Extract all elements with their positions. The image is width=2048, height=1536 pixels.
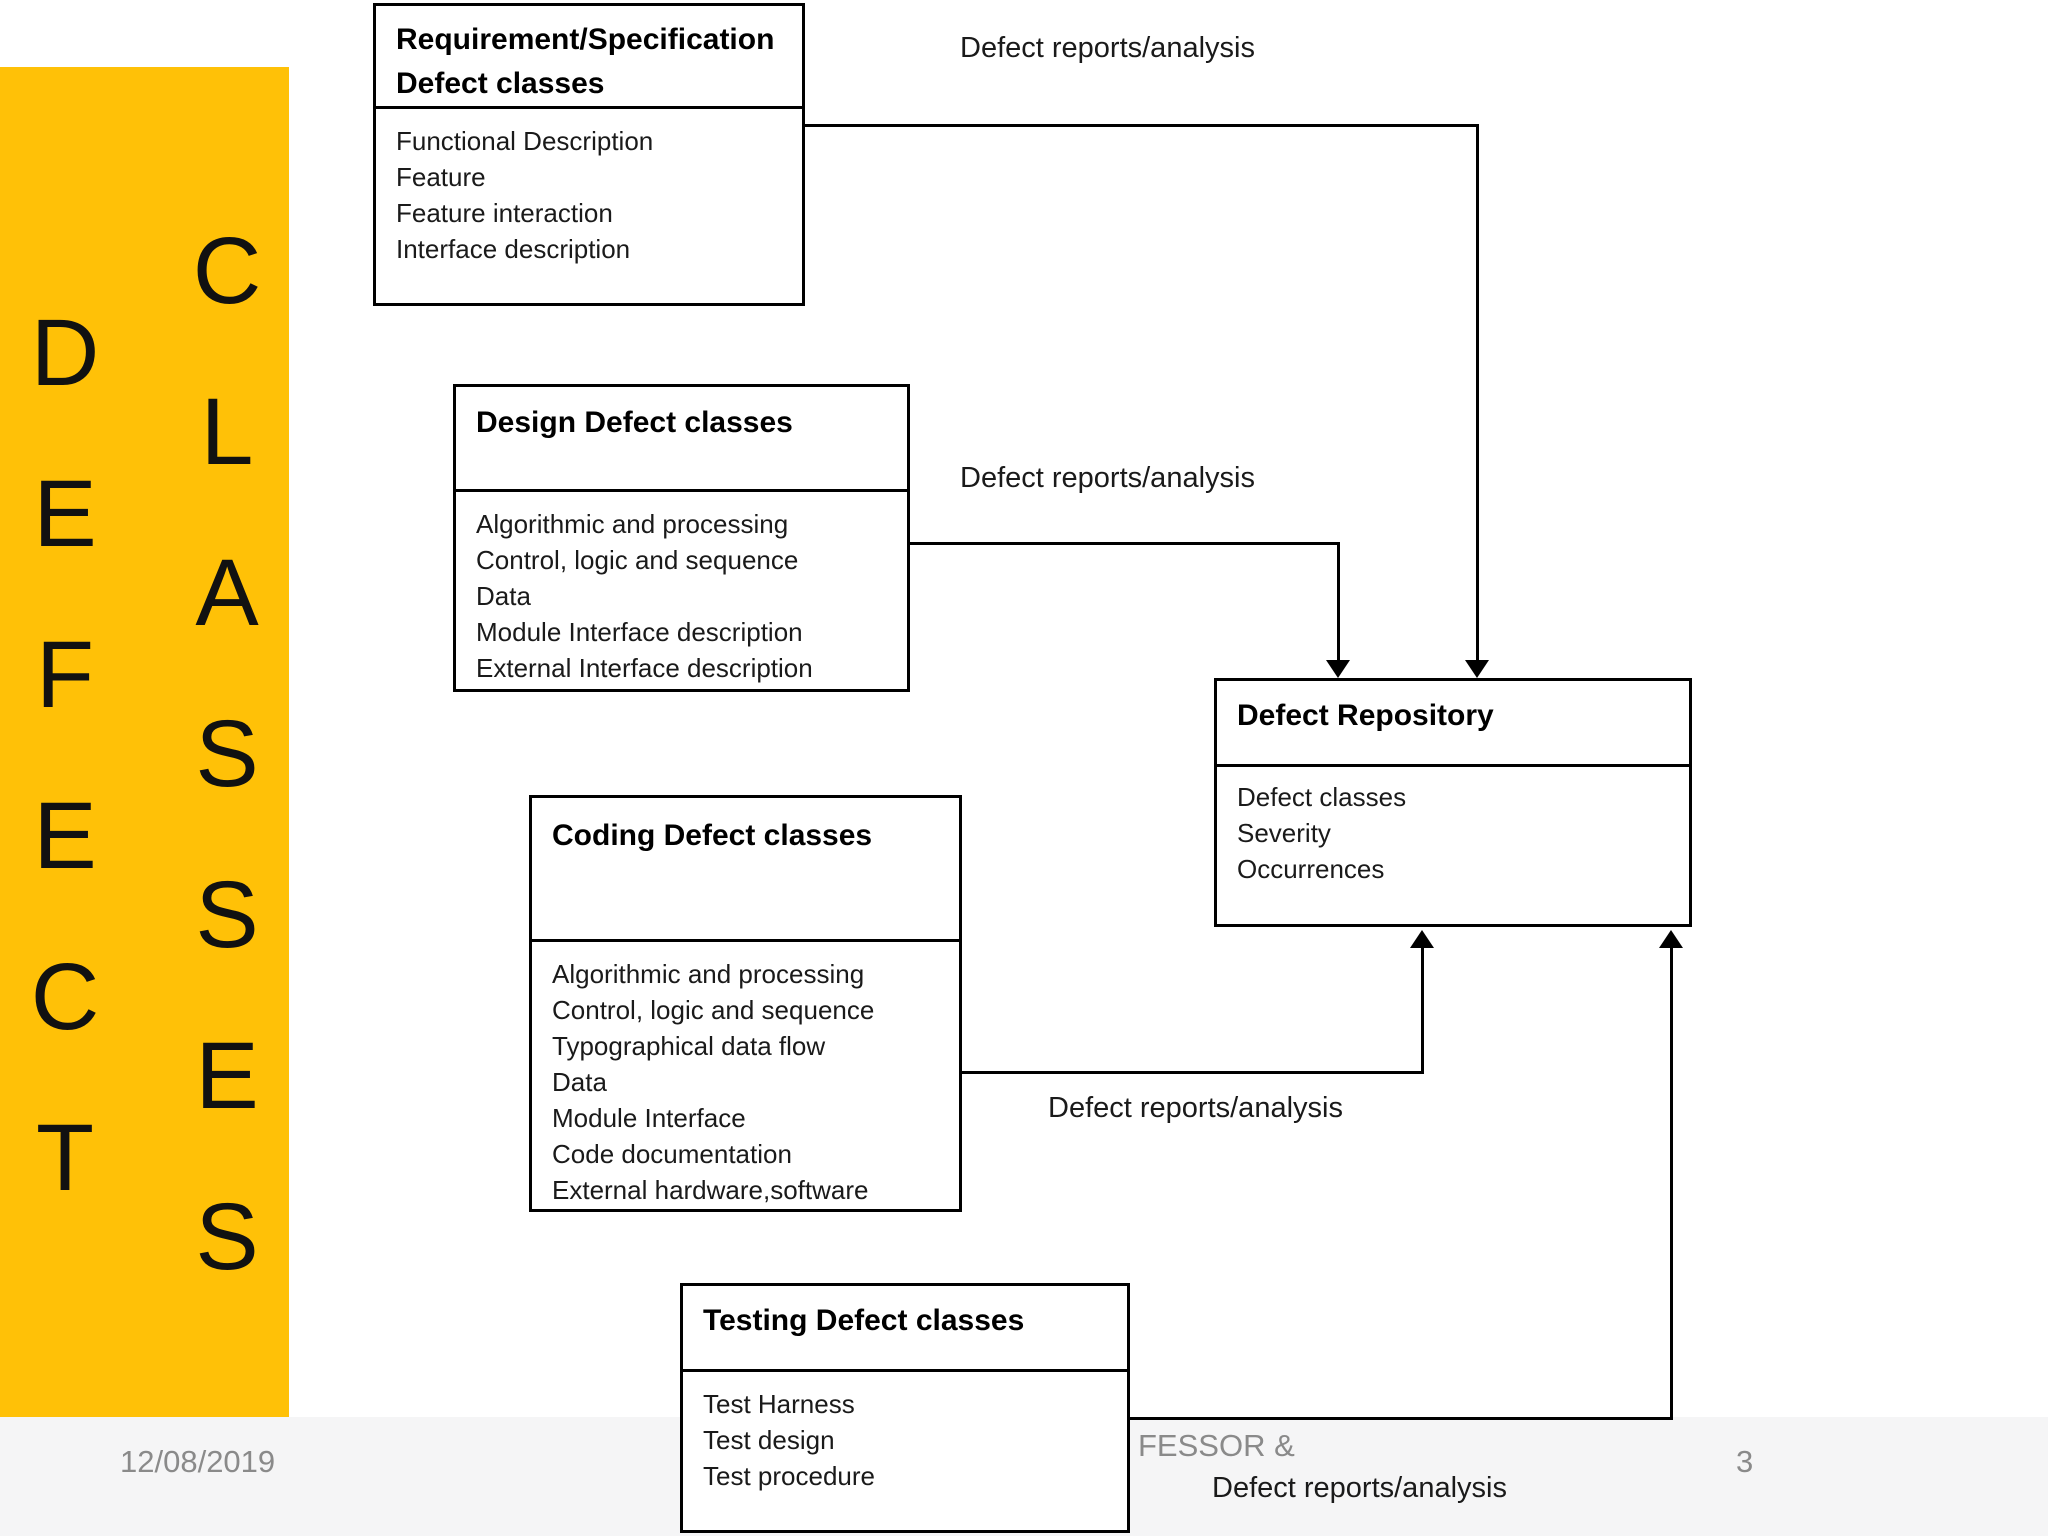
connector-label-testing: Defect reports/analysis: [1212, 1472, 1507, 1504]
box-design-defect-classes: Design Defect classes Algorithmic and pr…: [453, 384, 910, 692]
box-item: Feature: [396, 162, 486, 192]
box-item: Data: [552, 1067, 607, 1097]
box-title-line: Requirement/Specification: [396, 23, 775, 56]
box-title: Requirement/Specification Defect classes: [376, 6, 802, 109]
page-number: 3: [1736, 1444, 1754, 1479]
connector-label-design: Defect reports/analysis: [960, 462, 1255, 494]
banner-letter: F: [35, 622, 95, 728]
box-requirement-defect-classes: Requirement/Specification Defect classes…: [373, 3, 805, 306]
box-item: Test design: [703, 1425, 835, 1455]
connector-coding-hline: [962, 1071, 1424, 1074]
connector-requirement-hline: [805, 124, 1479, 127]
connector-coding-vline: [1421, 948, 1424, 1074]
side-banner: [0, 67, 289, 1417]
footer-partial-text: FESSOR &: [1138, 1428, 1295, 1463]
banner-letter: S: [195, 701, 259, 807]
banner-letter: E: [33, 783, 97, 889]
box-item: Data: [476, 581, 531, 611]
banner-letter: E: [195, 1023, 259, 1129]
box-item: Control, logic and sequence: [476, 545, 799, 575]
arrowhead-coding-icon: [1410, 930, 1434, 948]
box-item: Defect classes: [1237, 782, 1407, 812]
box-title-line: Defect classes: [396, 67, 605, 100]
box-item: Interface description: [396, 234, 631, 264]
arrowhead-design-icon: [1326, 660, 1350, 678]
box-item: Functional Description: [396, 126, 654, 156]
box-item: Severity: [1237, 818, 1331, 848]
arrowhead-testing-icon: [1659, 930, 1683, 948]
box-item: Code documentation: [552, 1139, 792, 1169]
box-item: Algorithmic and processing: [476, 509, 789, 539]
box-item: Feature interaction: [396, 198, 613, 228]
banner-letter: D: [30, 300, 100, 406]
box-item: External hardware,software: [552, 1175, 869, 1205]
connector-label-requirement: Defect reports/analysis: [960, 32, 1255, 64]
banner-letter: E: [33, 461, 97, 567]
connector-testing-hline: [1130, 1417, 1673, 1420]
banner-letter: T: [35, 1105, 95, 1211]
box-item: External Interface description: [476, 653, 813, 683]
box-item: Typographical data flow: [552, 1031, 826, 1061]
banner-letter: C: [192, 218, 262, 324]
banner-letter: S: [195, 862, 259, 968]
arrowhead-requirement-icon: [1465, 660, 1489, 678]
banner-letter: C: [30, 944, 100, 1050]
box-title: Testing Defect classes: [683, 1286, 1127, 1372]
box-title: Design Defect classes: [456, 387, 907, 492]
connector-design-hline: [910, 542, 1340, 545]
box-item: Test Harness: [703, 1389, 855, 1419]
box-item: Algorithmic and processing: [552, 959, 865, 989]
box-item: Control, logic and sequence: [552, 995, 875, 1025]
banner-letter: A: [195, 540, 259, 646]
box-coding-defect-classes: Coding Defect classes Algorithmic and pr…: [529, 795, 962, 1212]
connector-design-vline: [1337, 542, 1340, 665]
connector-requirement-vline: [1476, 124, 1479, 665]
footer-date: 12/08/2019: [120, 1444, 276, 1479]
box-item: Module Interface description: [476, 617, 803, 647]
banner-letter: L: [200, 379, 254, 485]
box-item: Test procedure: [703, 1461, 875, 1491]
box-title: Coding Defect classes: [532, 798, 959, 942]
banner-letter: S: [195, 1184, 259, 1290]
box-item: Occurrences: [1237, 854, 1385, 884]
connector-testing-vline: [1670, 948, 1673, 1420]
box-title: Defect Repository: [1217, 681, 1689, 767]
box-item: Module Interface: [552, 1103, 746, 1133]
connector-label-coding: Defect reports/analysis: [1048, 1092, 1343, 1124]
